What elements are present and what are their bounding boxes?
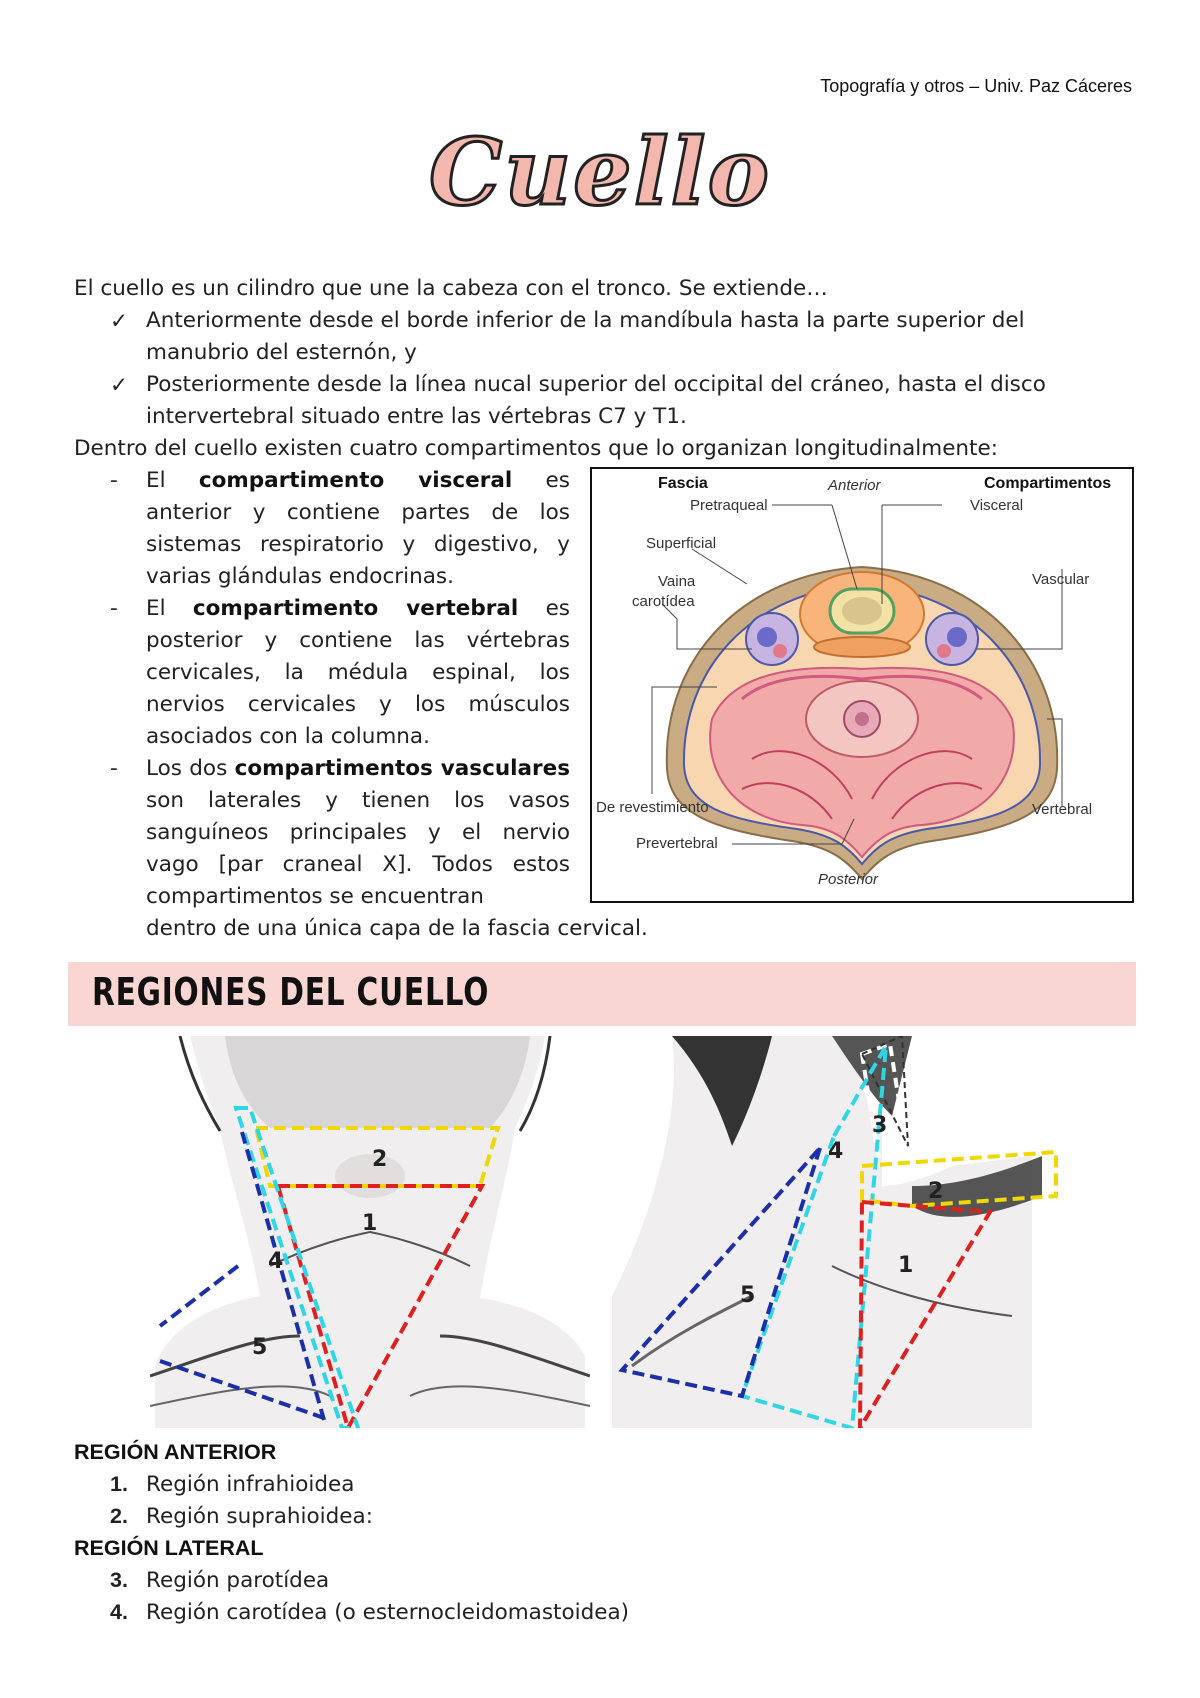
neck-label-2: 2 bbox=[928, 1179, 943, 1204]
fig-label-vertebral: Vertebral bbox=[1032, 801, 1093, 818]
region-lateral-title: REGIÓN LATERAL bbox=[74, 1536, 264, 1560]
neck-front-illustration: 2 1 4 5 bbox=[150, 1036, 590, 1428]
fig-label-de-revestimiento: De revestimiento bbox=[596, 799, 709, 816]
neck-label-5: 5 bbox=[740, 1283, 755, 1308]
neck-label-5: 5 bbox=[252, 1335, 267, 1360]
compartment-desc: es anterior y contiene partes de los sis… bbox=[146, 468, 570, 589]
neck-label-1: 1 bbox=[362, 1211, 377, 1236]
check-item-1-line2: manubrio del esternón, y bbox=[146, 340, 417, 365]
compartment-pre: El bbox=[146, 596, 166, 621]
fig-label-fascia: Fascia bbox=[658, 475, 708, 492]
compartment-vascular: Los dos compartimentos vasculares son la… bbox=[146, 753, 570, 913]
compartment-pre: El bbox=[146, 468, 166, 493]
compartment-name: compartimento vertebral bbox=[192, 596, 519, 621]
compartment-visceral: El compartimento visceral es anterior y … bbox=[146, 465, 570, 593]
neck-label-2: 2 bbox=[372, 1147, 387, 1172]
fig-label-vascular: Vascular bbox=[1032, 571, 1090, 588]
section-banner: REGIONES DEL CUELLO bbox=[68, 962, 1136, 1026]
dash-bullet: - bbox=[110, 596, 118, 621]
neck-label-4: 4 bbox=[268, 1249, 283, 1274]
fig-label-vaina: Vaina bbox=[658, 573, 696, 590]
fig-label-superficial: Superficial bbox=[646, 535, 717, 552]
neck-label-1: 1 bbox=[898, 1253, 913, 1278]
region-item: 3. Región parotídea bbox=[110, 1568, 329, 1593]
check-item-2-line1: Posteriormente desde la línea nucal supe… bbox=[146, 372, 1046, 397]
region-anterior-title: REGIÓN ANTERIOR bbox=[74, 1440, 277, 1464]
fig-label-anterior: Anterior bbox=[828, 477, 881, 494]
fig-label-visceral: Visceral bbox=[970, 497, 1024, 514]
compartment-name: compartimento visceral bbox=[198, 468, 513, 493]
intro-text: El cuello es un cilindro que une la cabe… bbox=[74, 276, 828, 301]
fig-label-carotidea: carotídea bbox=[632, 593, 695, 610]
region-item: 1. Región infrahioidea bbox=[110, 1472, 354, 1497]
neck-lateral-illustration: 3 4 2 1 5 bbox=[612, 1036, 1058, 1428]
compartments-tail: dentro de una única capa de la fascia ce… bbox=[146, 916, 648, 941]
section-title: REGIONES DEL CUELLO bbox=[92, 970, 490, 1014]
compartments-intro: Dentro del cuello existen cuatro compart… bbox=[74, 436, 998, 461]
fig-label-posterior: Posterior bbox=[818, 871, 879, 888]
region-item: 2. Región suprahioidea: bbox=[110, 1504, 373, 1529]
compartment-vertebral: El compartimento vertebral es posterior … bbox=[146, 593, 570, 753]
region-item-label: Región carotídea (o esternocleidomastoid… bbox=[146, 1600, 630, 1625]
compartment-pre: Los dos bbox=[146, 756, 228, 781]
region-item-label: Región infrahioidea bbox=[146, 1472, 355, 1497]
region-item-label: Región suprahioidea: bbox=[146, 1504, 373, 1529]
compartment-desc: son laterales y tienen los vasos sanguín… bbox=[146, 788, 570, 909]
region-item-number: 2. bbox=[110, 1504, 128, 1528]
cross-section-illustration bbox=[651, 504, 1063, 881]
dash-bullet: - bbox=[110, 468, 118, 493]
fig-label-pretraqueal: Pretraqueal bbox=[690, 497, 768, 514]
page-title: Cuello bbox=[428, 117, 771, 228]
neck-cross-section-figure: Fascia Anterior Compartimentos Pretraque… bbox=[590, 467, 1134, 903]
region-item-number: 1. bbox=[110, 1472, 128, 1496]
compartment-name: compartimentos vasculares bbox=[234, 756, 571, 781]
neck-label-3: 3 bbox=[872, 1113, 887, 1138]
neck-label-4: 4 bbox=[828, 1139, 843, 1164]
page-header: Topografía y otros – Univ. Paz Cáceres bbox=[820, 76, 1132, 96]
dash-bullet: - bbox=[110, 756, 118, 781]
region-item-number: 3. bbox=[110, 1568, 128, 1592]
check-item-2-line2: intervertebral situado entre las vértebr… bbox=[146, 404, 687, 429]
region-item: 4. Región carotídea (o esternocleidomasto… bbox=[110, 1600, 629, 1625]
fig-label-prevertebral: Prevertebral bbox=[636, 835, 718, 852]
fig-label-compartimentos: Compartimentos bbox=[984, 475, 1112, 492]
region-item-label: Región parotídea bbox=[146, 1568, 330, 1593]
compartment-desc: es posterior y contiene las vértebras ce… bbox=[146, 596, 571, 749]
check-icon: ✓ bbox=[110, 309, 129, 334]
region-item-number: 4. bbox=[110, 1600, 128, 1624]
check-item-1-line1: Anteriormente desde el borde inferior de… bbox=[146, 308, 1025, 333]
check-icon: ✓ bbox=[110, 373, 129, 398]
